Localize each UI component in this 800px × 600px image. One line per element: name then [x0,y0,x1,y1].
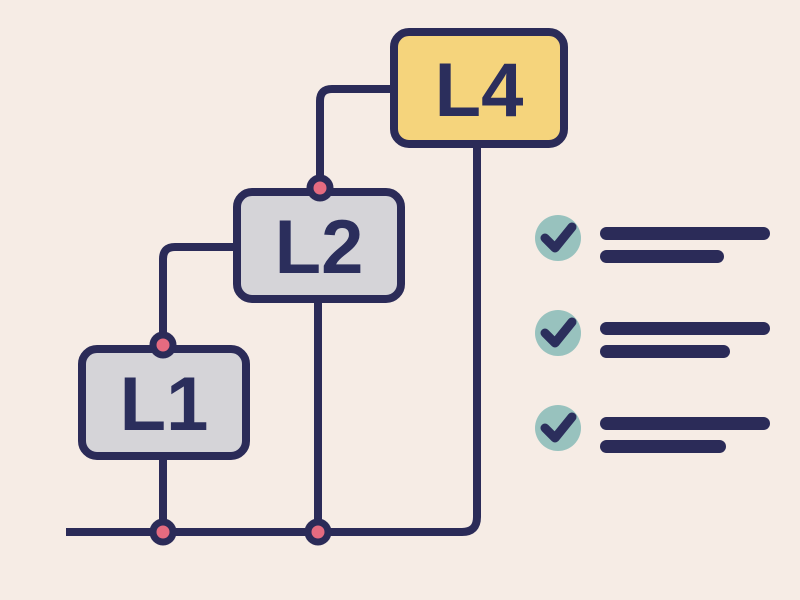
checklist-item [535,310,770,358]
junction-dots [149,174,334,546]
text-line-bar [600,440,726,453]
junction-dot-l2-top [306,174,334,202]
node-l1-label: L1 [120,362,209,447]
text-line-bar [600,322,770,335]
node-l1: L1 [78,345,250,460]
text-line-bar [600,345,730,358]
node-l4: L4 [390,28,568,148]
text-line-bar [600,250,724,263]
text-line-bar [600,417,770,430]
junction-dot-l1-top [149,331,177,359]
checklist-item [535,215,770,263]
junction-dot-rail-left [149,518,177,546]
checklist-item [535,405,770,453]
node-l4-box [390,28,568,148]
check-mark-icon [540,317,577,348]
check-mark-icon [540,412,577,443]
connector-rail-to-l4 [66,146,481,536]
node-l4-label: L4 [435,48,524,133]
node-l2: L2 [233,188,405,303]
connector-lines [66,85,481,536]
node-l2-label: L2 [275,205,364,290]
text-line-bar [600,227,770,240]
connector-l4-to-l2 [316,85,392,185]
junction-dot-rail-mid [304,518,332,546]
check-mark-icon [540,222,577,253]
checklist [535,215,770,453]
connector-l2-to-l1 [159,243,239,342]
